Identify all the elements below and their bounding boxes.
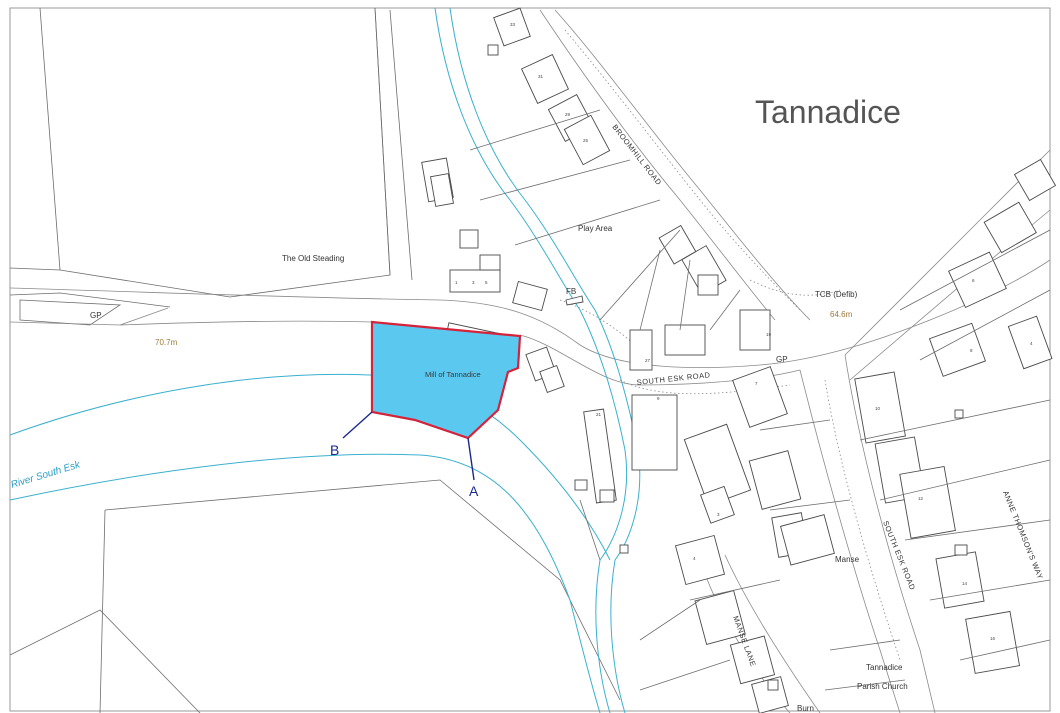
house-number: 4	[1030, 341, 1033, 346]
label-fb: FB	[566, 287, 576, 296]
section-line-b	[342, 411, 373, 439]
label-manse: Manse	[835, 555, 860, 564]
house-number: 14	[962, 581, 968, 586]
house-numbers: 33 31 29 25 1 3 5 19 27 21 9 7 4 3 4 6 8…	[455, 22, 1033, 641]
section-marker-a: A	[469, 483, 479, 499]
spot-height-right: 64.6m	[830, 310, 853, 319]
section-line-a	[467, 437, 475, 481]
field-boundaries	[9, 7, 621, 713]
label-gp-left: GP	[90, 311, 102, 320]
road-label-anne-thomson: ANNE THOMSON'S WAY	[1001, 489, 1045, 580]
house-number: 3	[717, 512, 720, 517]
label-play-area: Play Area	[578, 224, 613, 233]
house-number: 9	[657, 396, 660, 401]
house-number: 8	[970, 348, 973, 353]
house-number: 5	[485, 280, 488, 285]
house-number: 16	[990, 636, 996, 641]
road-label-broomhill: BROOMHILL ROAD	[610, 123, 663, 187]
label-mill: Mill of Tannadice	[425, 370, 481, 379]
house-number: 25	[583, 138, 589, 143]
label-bottom-partial: Burn	[797, 704, 814, 713]
house-number: 29	[565, 112, 571, 117]
house-number: 4	[693, 556, 696, 561]
section-marker-b: B	[330, 442, 339, 458]
house-number: 21	[596, 412, 602, 417]
house-number: 7	[755, 381, 758, 386]
house-number: 12	[918, 496, 924, 501]
map-title: Tannadice	[755, 94, 901, 130]
label-tcb: TCB (Defib)	[815, 290, 858, 299]
house-number: 33	[510, 22, 516, 27]
buildings	[421, 7, 1057, 713]
spot-height-left: 70.7m	[155, 338, 178, 347]
footbridge-symbol	[565, 295, 584, 306]
house-number: 27	[645, 358, 651, 363]
property-boundaries	[469, 109, 1051, 691]
label-church-1: Tannadice	[866, 663, 903, 672]
house-number: 19	[766, 332, 772, 337]
house-number: 10	[875, 406, 881, 411]
label-river: River South Esk	[10, 459, 83, 491]
label-gp-right: GP	[776, 355, 788, 364]
section-lines	[342, 411, 475, 481]
house-number: 1	[455, 280, 458, 285]
site-boundary[interactable]	[370, 320, 522, 440]
label-church-2: Parish Church	[857, 682, 908, 691]
house-number: 6	[972, 278, 975, 283]
house-number: 3	[472, 280, 475, 285]
label-old-steading: The Old Steading	[282, 254, 344, 263]
house-number: 31	[538, 74, 544, 79]
